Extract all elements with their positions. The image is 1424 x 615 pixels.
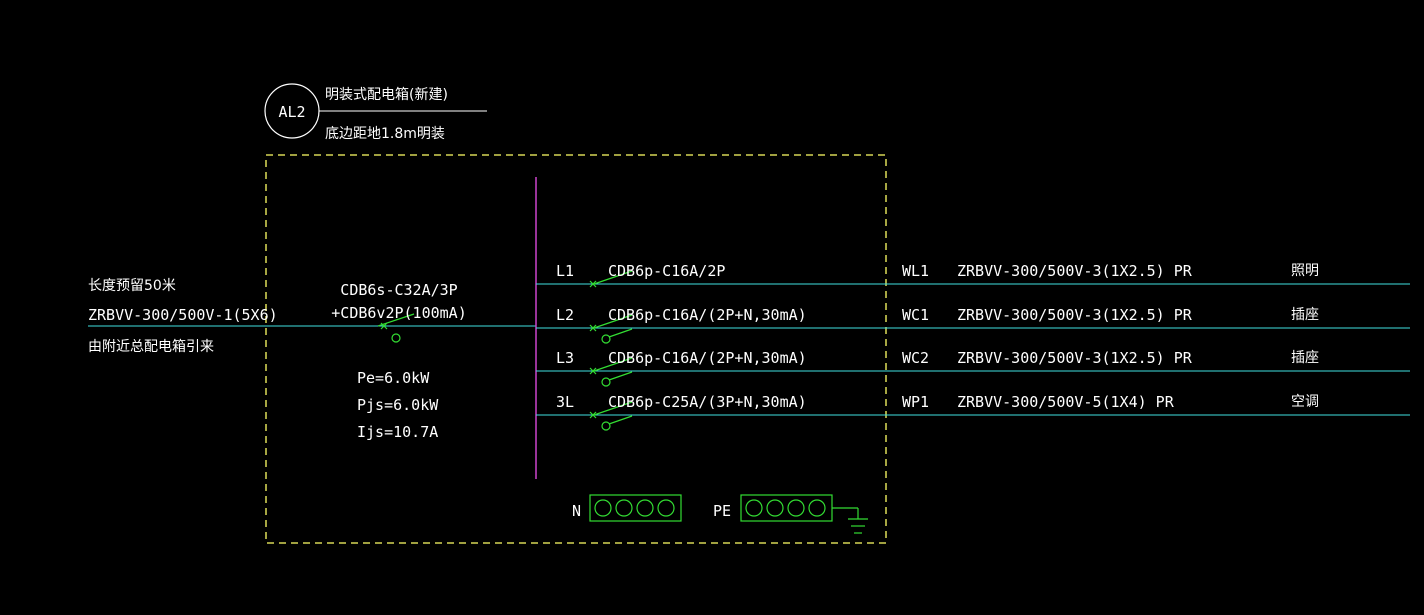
circuit-cable: ZRBVV-300/500V-5(1X4) PR bbox=[957, 393, 1175, 411]
panel-mounting: 底边距地1.8m明装 bbox=[325, 126, 445, 142]
incoming-length: 长度预留50米 bbox=[88, 278, 176, 294]
circuit-id: WP1 bbox=[902, 393, 929, 411]
circuit-cable: ZRBVV-300/500V-3(1X2.5) PR bbox=[957, 306, 1193, 324]
load-pe: Pe=6.0kW bbox=[357, 369, 430, 387]
circuit-breaker: CDB6p-C16A/(2P+N,30mA) bbox=[608, 306, 807, 324]
circuit-phase: L3 bbox=[556, 349, 574, 367]
circuit-id: WC1 bbox=[902, 306, 929, 324]
circuit-phase: 3L bbox=[556, 393, 574, 411]
circuit-cable: ZRBVV-300/500V-3(1X2.5) PR bbox=[957, 262, 1193, 280]
circuit-row: 3L CDB6p-C25A/(3P+N,30mA) WP1 ZRBVV-300/500… bbox=[536, 393, 1410, 431]
breaker-symbol bbox=[589, 357, 633, 387]
circuit-breaker: CDB6p-C16A/(2P+N,30mA) bbox=[608, 349, 807, 367]
circuit-phase: L1 bbox=[556, 262, 574, 280]
panel-type: 明装式配电箱(新建) bbox=[325, 87, 448, 103]
circuit-row: L1 CDB6p-C16A/2P WL1 ZRBVV-300/500V-3(1X2.5… bbox=[536, 262, 1410, 288]
circuit-row: L2 CDB6p-C16A/(2P+N,30mA) WC1 ZRBVV-300/500… bbox=[536, 306, 1410, 344]
main-breaker-symbol bbox=[377, 313, 415, 343]
main-breaker-line1: CDB6s-C32A/3P bbox=[340, 281, 457, 299]
n-terminal-label: N bbox=[572, 502, 581, 520]
n-terminal-block bbox=[589, 494, 682, 522]
circuit-phase: L2 bbox=[556, 306, 574, 324]
breaker-symbol bbox=[589, 401, 633, 431]
incoming-source: 由附近总配电箱引来 bbox=[88, 339, 214, 355]
circuit-use: 空调 bbox=[1291, 394, 1319, 410]
pe-terminal-block bbox=[740, 494, 833, 522]
circuit-id: WC2 bbox=[902, 349, 929, 367]
main-breaker-line2: +CDB6v2P(100mA) bbox=[331, 304, 466, 322]
pe-terminal-label: PE bbox=[713, 502, 731, 520]
circuit-breaker: CDB6p-C25A/(3P+N,30mA) bbox=[608, 393, 807, 411]
breaker-symbol bbox=[589, 314, 633, 344]
load-pjs: Pjs=6.0kW bbox=[357, 396, 439, 414]
circuit-id: WL1 bbox=[902, 262, 929, 280]
circuit-use: 插座 bbox=[1291, 307, 1319, 323]
panel-id: AL2 bbox=[278, 103, 305, 121]
circuit-breaker: CDB6p-C16A/2P bbox=[608, 262, 725, 280]
circuit-use: 照明 bbox=[1291, 263, 1319, 279]
breaker-symbol bbox=[589, 270, 633, 288]
circuit-cable: ZRBVV-300/500V-3(1X2.5) PR bbox=[957, 349, 1193, 367]
load-ijs: Ijs=10.7A bbox=[357, 423, 438, 441]
ground-icon bbox=[832, 507, 868, 534]
circuit-row: L3 CDB6p-C16A/(2P+N,30mA) WC2 ZRBVV-300/500… bbox=[536, 349, 1410, 387]
incoming-cable: ZRBVV-300/500V-1(5X6) bbox=[88, 306, 278, 324]
circuit-use: 插座 bbox=[1291, 350, 1319, 366]
